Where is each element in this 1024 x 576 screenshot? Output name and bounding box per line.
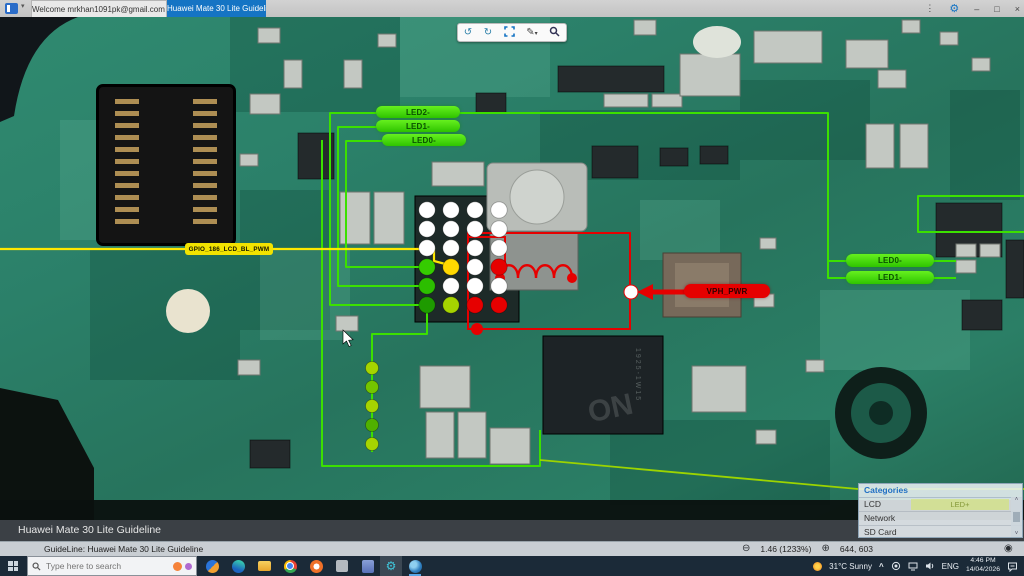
- widgets-icon: [205, 559, 219, 573]
- window-titlebar: ▾ Welcome mrkhan1091pk@gmail.com - Orion…: [0, 0, 1024, 17]
- categories-panel: Categories LCD LED+ Network SD Card ˄ ˅: [858, 483, 1023, 538]
- tab-welcome[interactable]: Welcome mrkhan1091pk@gmail.com - Orion: [31, 0, 167, 17]
- tab-guideline[interactable]: Huawei Mate 30 Lite Guideline: [167, 0, 266, 17]
- net-label-gpio[interactable]: GPIO_186_LCD_BL_PWM: [185, 243, 273, 255]
- search-art-fish: [173, 561, 182, 571]
- taskbar-app-clock[interactable]: [304, 556, 328, 576]
- target-icon[interactable]: ◉: [1004, 543, 1013, 554]
- more-menu-icon[interactable]: ⋮: [925, 3, 935, 13]
- taskbar-app-chrome[interactable]: [278, 556, 302, 576]
- canvas-toolbar: ↺ ↻ ✎▾: [457, 23, 567, 42]
- ghost-net-label: LED+: [911, 499, 1009, 510]
- net-label-right-led1[interactable]: LED1-: [846, 271, 934, 284]
- gear-icon[interactable]: ⚙: [949, 3, 960, 15]
- taskbar-app-orion[interactable]: [404, 556, 426, 576]
- time: 4:46 PM: [970, 557, 996, 565]
- category-label: LCD: [864, 499, 882, 509]
- net-label-led1[interactable]: LED1-: [376, 120, 460, 132]
- tray-chevron-icon[interactable]: ^: [878, 561, 884, 571]
- language-indicator[interactable]: ENG: [941, 561, 959, 571]
- document-title: Huawei Mate 30 Lite Guideline: [18, 524, 162, 536]
- weather-sun-icon[interactable]: [813, 561, 823, 571]
- active-app-indicator: [409, 574, 421, 576]
- taskbar-app-edge[interactable]: [226, 556, 250, 576]
- edit-tool-icon[interactable]: ✎▾: [526, 26, 538, 38]
- tray-status-icon[interactable]: [891, 561, 901, 571]
- connector-pins: [115, 99, 139, 231]
- app-box-icon: [336, 560, 348, 572]
- app-doc-icon: [362, 559, 374, 573]
- scroll-down-icon[interactable]: ˅: [1014, 531, 1019, 537]
- chevron-down-icon[interactable]: ▾: [21, 3, 25, 10]
- rotate-left-icon[interactable]: ↺: [463, 26, 473, 38]
- net-label-led0[interactable]: LED0-: [382, 134, 466, 146]
- window-controls: ⋮ ⚙ – □ ×: [925, 0, 1020, 17]
- system-tray: 31°C Sunny ^ ENG 4:46 PM 14/04/2026: [813, 556, 1024, 576]
- zoom-in-icon[interactable]: ⊕: [821, 543, 830, 554]
- categories-scrollbar[interactable]: ˄ ˅: [1011, 497, 1022, 537]
- speaker-icon[interactable]: [925, 561, 935, 571]
- date: 14/04/2026: [965, 566, 1000, 573]
- net-label-led2[interactable]: LED2-: [376, 106, 460, 118]
- document-title-bar: Huawei Mate 30 Lite Guideline: [0, 520, 1024, 541]
- app-icon[interactable]: [5, 3, 18, 14]
- settings-gear-icon: ⚙: [385, 559, 397, 573]
- orion-app-icon: [408, 559, 422, 573]
- display-icon[interactable]: [908, 561, 918, 571]
- windows-logo-icon: [8, 561, 18, 571]
- rotate-right-icon[interactable]: ↻: [483, 26, 493, 38]
- fit-screen-icon[interactable]: [503, 25, 515, 40]
- chip-marking: 1925-1W15: [634, 348, 641, 403]
- taskbar-search[interactable]: [27, 556, 197, 576]
- search-icon[interactable]: [549, 26, 560, 40]
- search-input[interactable]: [44, 560, 170, 572]
- status-bar: GuideLine: Huawei Mate 30 Lite Guideline…: [0, 541, 1024, 556]
- cursor-coordinates: 644, 603: [839, 544, 873, 554]
- zoom-level: 1.46 (1233%): [760, 544, 812, 554]
- status-text: GuideLine: Huawei Mate 30 Lite Guideline: [44, 544, 204, 554]
- start-button[interactable]: [0, 556, 26, 576]
- connector-pins: [193, 99, 217, 231]
- zoom-out-icon[interactable]: ⊖: [742, 543, 751, 554]
- weather-text[interactable]: 31°C Sunny: [829, 561, 872, 571]
- taskbar-app-settings[interactable]: ⚙: [380, 556, 402, 576]
- btb-connector: [96, 84, 236, 246]
- taskbar-app-widgets[interactable]: [200, 556, 224, 576]
- clock-icon: [309, 559, 323, 573]
- taskbar: ⚙ 31°C Sunny ^ ENG 4:46 PM 14/04/2026: [0, 556, 1024, 576]
- edge-icon: [231, 559, 245, 573]
- taskbar-app-doc[interactable]: [356, 556, 380, 576]
- category-item-sdcard[interactable]: SD Card: [864, 527, 897, 537]
- scroll-thumb[interactable]: [1013, 512, 1020, 522]
- net-label-right-led0[interactable]: LED0-: [846, 254, 934, 267]
- close-button[interactable]: ×: [1014, 3, 1020, 14]
- clock[interactable]: 4:46 PM 14/04/2026: [966, 557, 1000, 575]
- categories-title: Categories: [859, 484, 1022, 498]
- scroll-up-icon[interactable]: ˄: [1014, 497, 1019, 503]
- search-icon: [32, 561, 41, 571]
- minimize-button[interactable]: –: [974, 3, 980, 14]
- maximize-button[interactable]: □: [994, 3, 1000, 14]
- net-label-vph-pwr[interactable]: VPH_PWR: [684, 284, 770, 298]
- category-item-lcd[interactable]: LCD LED+: [859, 498, 1022, 512]
- chrome-icon: [283, 559, 297, 573]
- file-explorer-icon: [257, 561, 271, 571]
- taskbar-app-box[interactable]: [330, 556, 354, 576]
- search-art-coral: [185, 562, 192, 570]
- taskbar-app-explorer[interactable]: [252, 556, 276, 576]
- category-item-network[interactable]: Network: [859, 512, 1022, 526]
- action-center-icon[interactable]: [1007, 561, 1018, 572]
